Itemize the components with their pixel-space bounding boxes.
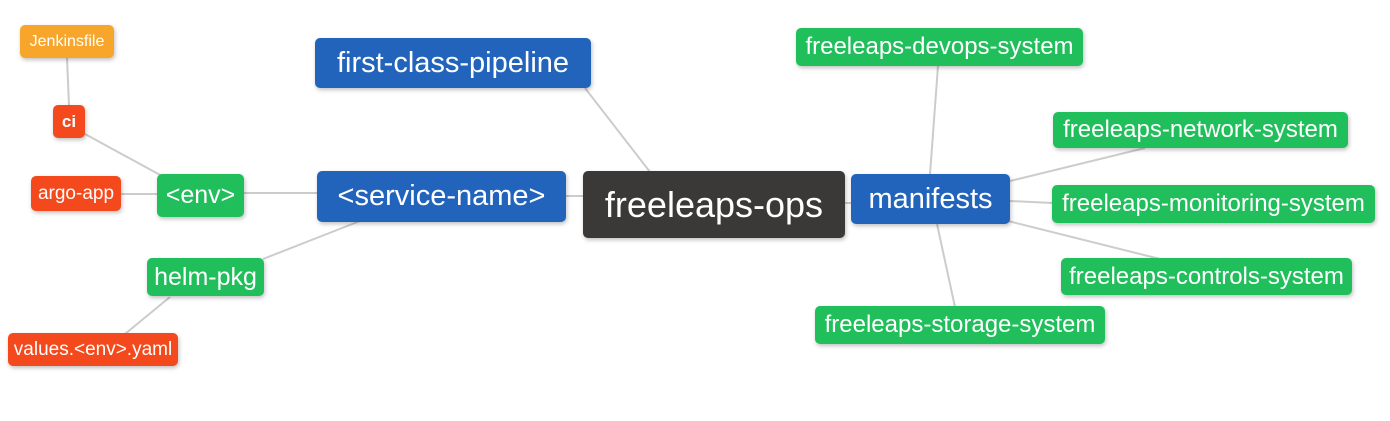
edge-pipeline-freeleaps-ops [584, 87, 651, 173]
edge-manifests-storage-system [936, 223, 956, 308]
node-values-env-yaml[interactable]: values.<env>.yaml [8, 333, 178, 366]
edge-manifests-devops-system [929, 65, 939, 175]
node-storage-system[interactable]: freeleaps-storage-system [815, 306, 1105, 344]
node-env[interactable]: <env> [157, 174, 244, 217]
node-network-system[interactable]: freeleaps-network-system [1053, 112, 1348, 148]
edge-manifests-monitoring-system [1009, 200, 1054, 204]
edge-manifests-network-system [1009, 147, 1146, 182]
node-first-class-pipeline[interactable]: first-class-pipeline [315, 38, 591, 88]
edge-jenkinsfile-ci [66, 57, 70, 107]
node-freeleaps-ops[interactable]: freeleaps-ops [583, 171, 845, 238]
node-service-name[interactable]: <service-name> [317, 171, 566, 222]
edge-helm-pkg-service-name [262, 220, 361, 260]
node-controls-system[interactable]: freeleaps-controls-system [1061, 258, 1352, 295]
edge-manifests-controls-system [1007, 220, 1161, 260]
node-ci[interactable]: ci [53, 105, 85, 138]
edge-ci-env [84, 133, 163, 177]
node-manifests[interactable]: manifests [851, 174, 1010, 224]
node-helm-pkg[interactable]: helm-pkg [147, 258, 264, 296]
node-jenkinsfile[interactable]: Jenkinsfile [20, 25, 114, 58]
node-argo-app[interactable]: argo-app [31, 176, 121, 211]
node-devops-system[interactable]: freeleaps-devops-system [796, 28, 1083, 66]
node-monitoring-system[interactable]: freeleaps-monitoring-system [1052, 185, 1375, 223]
edge-values-helm-pkg [124, 296, 171, 335]
